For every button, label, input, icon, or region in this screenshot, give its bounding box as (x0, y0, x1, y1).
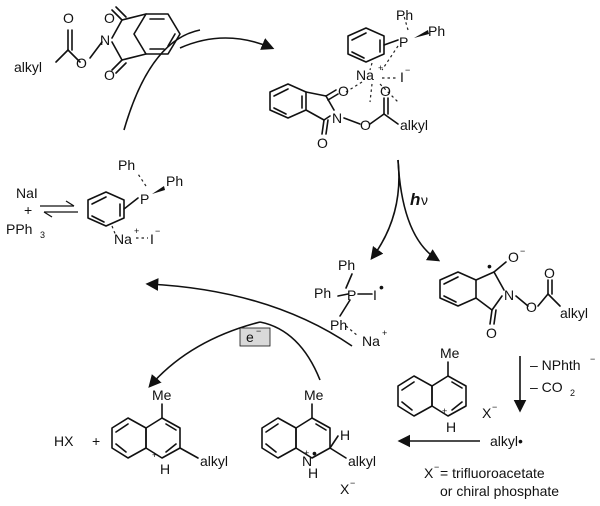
nai-label: NaI (16, 185, 38, 201)
x-def-line2: or chiral phosphate (440, 483, 559, 499)
radical-dot: • (312, 445, 317, 461)
charge-plus: + (304, 448, 309, 458)
alkylated-quinolinium (111, 403, 199, 459)
reaction-arrow (397, 159, 441, 262)
cycle-arrow (123, 29, 201, 131)
radical-dot: • (379, 279, 384, 295)
alkyl-radical-label: alkyl• (490, 433, 523, 449)
oxidation-arrow (259, 321, 321, 381)
atom-o: O (104, 67, 115, 83)
electron-label: e (246, 329, 254, 345)
iodide-label: I (400, 69, 404, 85)
x-def-symbol: X (424, 465, 434, 481)
subscript-3: 3 (40, 230, 45, 240)
me-label: Me (440, 345, 460, 361)
radical-dot: • (487, 258, 492, 274)
protonated-lepidine (397, 361, 467, 417)
plus-label: + (24, 202, 32, 218)
atom-p: P (140, 191, 149, 207)
light-nu-label: ν (421, 192, 428, 208)
charge-minus: − (405, 65, 410, 75)
atom-p: P (347, 287, 356, 303)
ph-label: Ph (314, 285, 331, 301)
phosphine-nai-complex (87, 173, 165, 239)
electron-transfer-arrow (145, 278, 353, 347)
charge-plus: + (152, 450, 157, 460)
alkyl-label: alkyl (348, 453, 376, 469)
charge-plus: + (378, 63, 383, 73)
atom-o: O (76, 55, 87, 71)
subscript-2: 2 (570, 388, 575, 398)
ph-label: Ph (118, 157, 135, 173)
atom-o: O (380, 83, 391, 99)
atom-n: N (100, 32, 110, 48)
nhpi-ester-reagent (55, 6, 181, 74)
atom-o: O (338, 83, 349, 99)
sodium-label: Na (114, 231, 132, 247)
charge-minus: − (520, 246, 525, 256)
atom-p: P (399, 34, 408, 50)
alkyl-label: alkyl (14, 59, 42, 75)
atom-o: O (104, 10, 115, 26)
ph-label: Ph (330, 317, 347, 333)
alkyl-label: alkyl (400, 117, 428, 133)
co2-loss-label: – CO (530, 379, 563, 395)
light-h-label: h (410, 190, 420, 209)
charge-minus: − (256, 326, 261, 336)
alkyl-label: alkyl (200, 453, 228, 469)
electron-box (239, 327, 271, 347)
alkyl-label: alkyl (560, 305, 588, 321)
nhpi-radical-anion (439, 261, 561, 325)
eda-complex (269, 15, 429, 135)
atom-h: H (340, 427, 350, 443)
atom-n: N (302, 453, 312, 469)
atom-o: O (526, 299, 537, 315)
x-label: X (482, 405, 492, 421)
charge-minus: − (350, 478, 355, 488)
me-label: Me (304, 387, 324, 403)
nphth-loss-label: – NPhth (530, 357, 581, 373)
charge-minus: − (590, 354, 595, 364)
charge-minus: − (434, 462, 439, 472)
atom-n: N (504, 287, 514, 303)
atom-o: O (544, 265, 555, 281)
atom-h: H (160, 461, 170, 477)
atom-o: O (486, 325, 497, 341)
pph3-label: PPh (6, 221, 32, 237)
ph-label: Ph (338, 257, 355, 273)
charge-plus: + (382, 328, 387, 338)
reaction-arrow (370, 159, 400, 261)
atom-h: H (446, 419, 456, 435)
charge-minus: − (492, 402, 497, 412)
aminoalkyl-radical-cation (261, 403, 347, 459)
atom-o: O (317, 135, 328, 151)
x-label: X (340, 481, 350, 497)
atom-o: O (63, 10, 74, 26)
iodide-label: I (150, 231, 154, 247)
atom-n: N (332, 110, 342, 126)
iodine-label: I (373, 287, 377, 303)
atom-h: H (308, 465, 318, 481)
hx-label: HX (54, 433, 74, 449)
atom-o: O (360, 117, 371, 133)
charge-minus: − (155, 226, 160, 236)
ph-label: Ph (166, 173, 183, 189)
phosphoranyl-radical (337, 273, 373, 337)
sodium-label: Na (362, 333, 380, 349)
sodium-label: Na (356, 67, 374, 83)
me-label: Me (152, 387, 172, 403)
ph-label: Ph (428, 23, 445, 39)
atom-o: O (508, 249, 519, 265)
ph-label: Ph (396, 7, 413, 23)
oxidation-arrow (148, 321, 261, 388)
charge-plus: + (134, 226, 139, 236)
x-def-line1: = trifluoroacetate (440, 465, 545, 481)
reaction-arrow (179, 37, 275, 50)
plus-label: + (92, 433, 100, 449)
charge-plus: + (442, 406, 447, 416)
